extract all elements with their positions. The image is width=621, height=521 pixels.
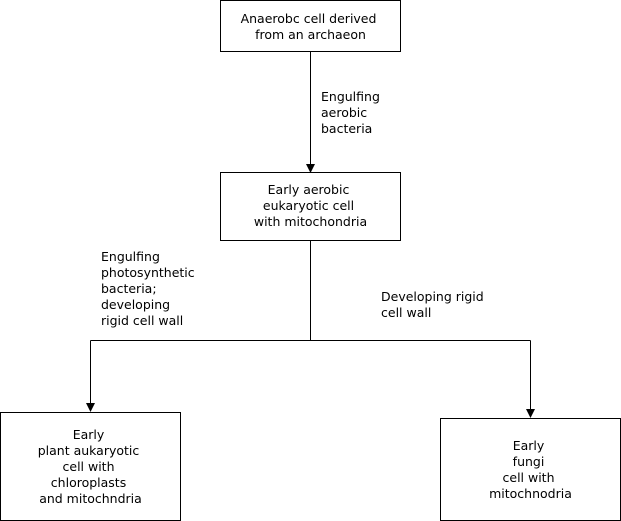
arrowhead-to-fungi — [526, 409, 535, 418]
node-plant: Early plant aukaryotic cell with chlorop… — [0, 412, 181, 521]
arrowhead-to-plant — [86, 403, 95, 412]
edge-label-rigid-wall: Developing rigid cell wall — [381, 289, 488, 320]
node-aerobic: Early aerobic eukaryotic cell with mitoc… — [220, 172, 401, 241]
node-fungi-label: Early fungi cell with mitochnodria — [489, 438, 572, 501]
edge-label-engulf-aerobic: Engulfing aerobic bacteria — [321, 89, 384, 136]
node-archaeon-label: Anaerobc cell derived from an archaeon — [241, 11, 381, 42]
node-plant-label: Early plant aukaryotic cell with chlorop… — [38, 427, 144, 506]
node-fungi: Early fungi cell with mitochnodria — [440, 418, 621, 521]
arrowhead-to-aerobic — [306, 164, 315, 173]
node-aerobic-label: Early aerobic eukaryotic cell with mitoc… — [254, 182, 367, 229]
edge-label-engulf-photosynthetic: Engulfing photosynthetic bacteria; devel… — [101, 249, 199, 328]
node-archaeon: Anaerobc cell derived from an archaeon — [220, 0, 401, 52]
